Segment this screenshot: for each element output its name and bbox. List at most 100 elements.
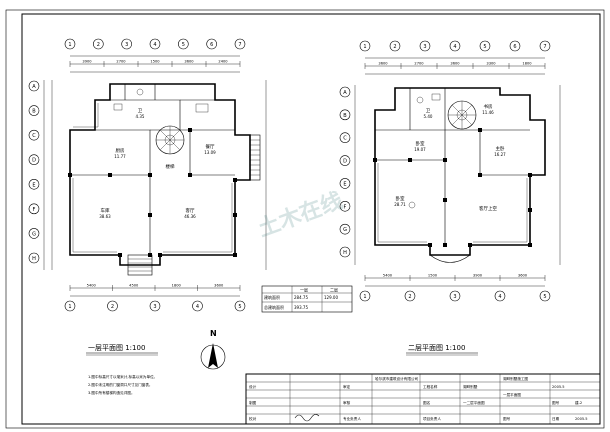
general-notes: 1.图中标高尺寸以毫米计,标高以米为单位。 2.图中未注明的门窗洞口尺寸见门窗表…: [88, 374, 157, 395]
title-block: 哈尔滨市建筑设计有限公司 湖畔别墅施工图 一层平面图 设计 审定 工程名称 湖畔…: [245, 373, 601, 425]
tb-r2c5: 图名: [423, 400, 431, 405]
second-top-axis-bubble: [389, 40, 401, 52]
second-side-axis-label: E: [343, 181, 346, 187]
tb-r3c5: 项目负责人: [423, 416, 441, 421]
ground-top-axis-label: 3: [125, 42, 128, 48]
ground-top-axis-bubble: [206, 38, 217, 50]
ground-room-name: 车库: [101, 207, 110, 214]
ground-column: [158, 253, 162, 257]
second-side-axis-bubble: [339, 109, 351, 121]
area-table: 一层 二层 建筑面积 284.75 129.00 总建筑面积 393.75: [261, 285, 353, 313]
ground-room-area: 13.09: [204, 150, 216, 155]
second-bottom-axis-bubble: [404, 290, 416, 302]
ground-top-dim-label: 3600: [184, 60, 194, 64]
tb-footer-4: 2005.5: [575, 417, 588, 421]
tb-r1c6: 湖畔别墅: [463, 384, 478, 389]
second-side-axis-label: B: [343, 113, 347, 119]
ground-top-dim-label: 3900: [82, 60, 92, 64]
second-floor-title: 二层平面图 1:100: [408, 344, 465, 352]
second-top-axis-bubble: [449, 40, 461, 52]
second-column: [443, 198, 447, 202]
ground-room-name: 客厅: [186, 207, 195, 214]
north-label: N: [210, 329, 217, 338]
second-top-axis-bubble: [359, 40, 371, 52]
second-bottom-dim-label: 3600: [518, 274, 528, 278]
ground-bottom-dim-label: 4500: [129, 284, 139, 288]
second-top-axis-label: 4: [453, 44, 456, 50]
ground-top-axis-label: 7: [238, 42, 241, 48]
second-column: [528, 243, 532, 247]
second-top-dim-label: 3300: [486, 62, 496, 66]
second-bottom-dim-label: 1500: [428, 274, 438, 278]
ground-side-axis-bubble: [28, 80, 40, 92]
ground-column: [108, 173, 112, 177]
ground-room-name: 厨房: [116, 147, 125, 154]
second-column: [443, 243, 447, 247]
area-row1-v2: 129.00: [324, 295, 338, 300]
ground-side-axis-label: A: [32, 84, 36, 90]
second-room-name: 书房: [484, 103, 493, 110]
second-top-axis-label: 1: [363, 44, 366, 50]
ground-room-name: 餐厅: [206, 143, 215, 150]
second-side-axis-bubble: [339, 246, 351, 258]
second-room-name: 卫: [426, 108, 431, 114]
tb-footer-1: 图号: [552, 400, 560, 405]
second-top-dim-label: 2700: [414, 62, 424, 66]
ground-side-axis-label: C: [32, 133, 36, 139]
ground-top-dim-label: 2700: [116, 60, 126, 64]
second-room-area: 5.40: [424, 114, 433, 119]
signature-mark: [294, 414, 320, 422]
ground-side-axis-bubble: [28, 228, 40, 239]
ground-top-axis-label: 2: [97, 42, 100, 48]
ground-side-axis-label: F: [33, 207, 36, 213]
second-side-axis-bubble: [339, 155, 351, 166]
tb-r3c3: 专业负责人: [343, 416, 361, 421]
ground-room-name: 卫: [138, 108, 143, 114]
second-top-axis-bubble: [419, 40, 431, 52]
ground-side-axis-label: E: [32, 182, 35, 188]
ground-top-axis-bubble: [149, 38, 161, 50]
second-column: [528, 208, 532, 212]
tb-r3c1: 校对: [249, 416, 257, 421]
ground-bottom-axis-label: 1: [68, 304, 71, 310]
second-column: [373, 158, 377, 162]
ground-room-area: 38.63: [99, 214, 111, 219]
second-side-axis-label: G: [343, 227, 347, 233]
note-1: 1.图中标高尺寸以毫米计,标高以米为单位。: [88, 374, 157, 379]
second-room-name: 客厅上空: [479, 205, 497, 212]
ground-bottom-axis-label: 2: [111, 304, 114, 310]
second-side-axis-label: H: [343, 250, 347, 256]
tb-r2c1: 制图: [249, 400, 257, 405]
note-3: 3.图中所有楼梯构造见详图。: [88, 390, 135, 395]
second-bottom-axis-bubble: [494, 290, 506, 302]
second-top-axis-label: 7: [543, 44, 546, 50]
company-name: 哈尔滨市建筑设计有限公司: [375, 376, 419, 381]
area-row2-label: 总建筑面积: [264, 304, 284, 310]
ground-bottom-dim-label: 3600: [214, 284, 224, 288]
second-room-area: 19.07: [414, 147, 426, 152]
ground-bottom-axis-bubble: [107, 300, 118, 312]
second-top-axis-label: 6: [513, 44, 516, 50]
second-column: [528, 173, 532, 177]
second-bottom-axis-label: 5: [543, 294, 546, 300]
tb-footer-0: 2005.5: [552, 385, 565, 389]
area-row2-v1: 393.75: [294, 305, 308, 310]
second-room-area: 28.71: [394, 202, 406, 207]
second-bottom-axis-label: 4: [498, 294, 501, 300]
ground-side-axis-bubble: [28, 203, 40, 215]
ground-bottom-dim-label: 5400: [87, 284, 97, 288]
second-side-axis-bubble: [339, 132, 351, 144]
ground-top-axis-bubble: [93, 38, 104, 50]
second-column: [478, 128, 482, 132]
second-side-axis-label: D: [343, 159, 347, 165]
ground-column: [118, 253, 122, 257]
ground-bottom-dim-label: 1800: [172, 284, 182, 288]
ground-bottom-axis-label: 3: [153, 304, 156, 310]
tb-r2c6: 一二层平面图: [463, 400, 485, 405]
second-side-axis-bubble: [339, 178, 351, 189]
second-top-axis-bubble: [539, 40, 551, 52]
ground-side-axis-label: B: [32, 109, 36, 115]
second-side-axis-label: F: [344, 204, 347, 210]
area-row1-label: 建筑面积: [264, 294, 280, 300]
